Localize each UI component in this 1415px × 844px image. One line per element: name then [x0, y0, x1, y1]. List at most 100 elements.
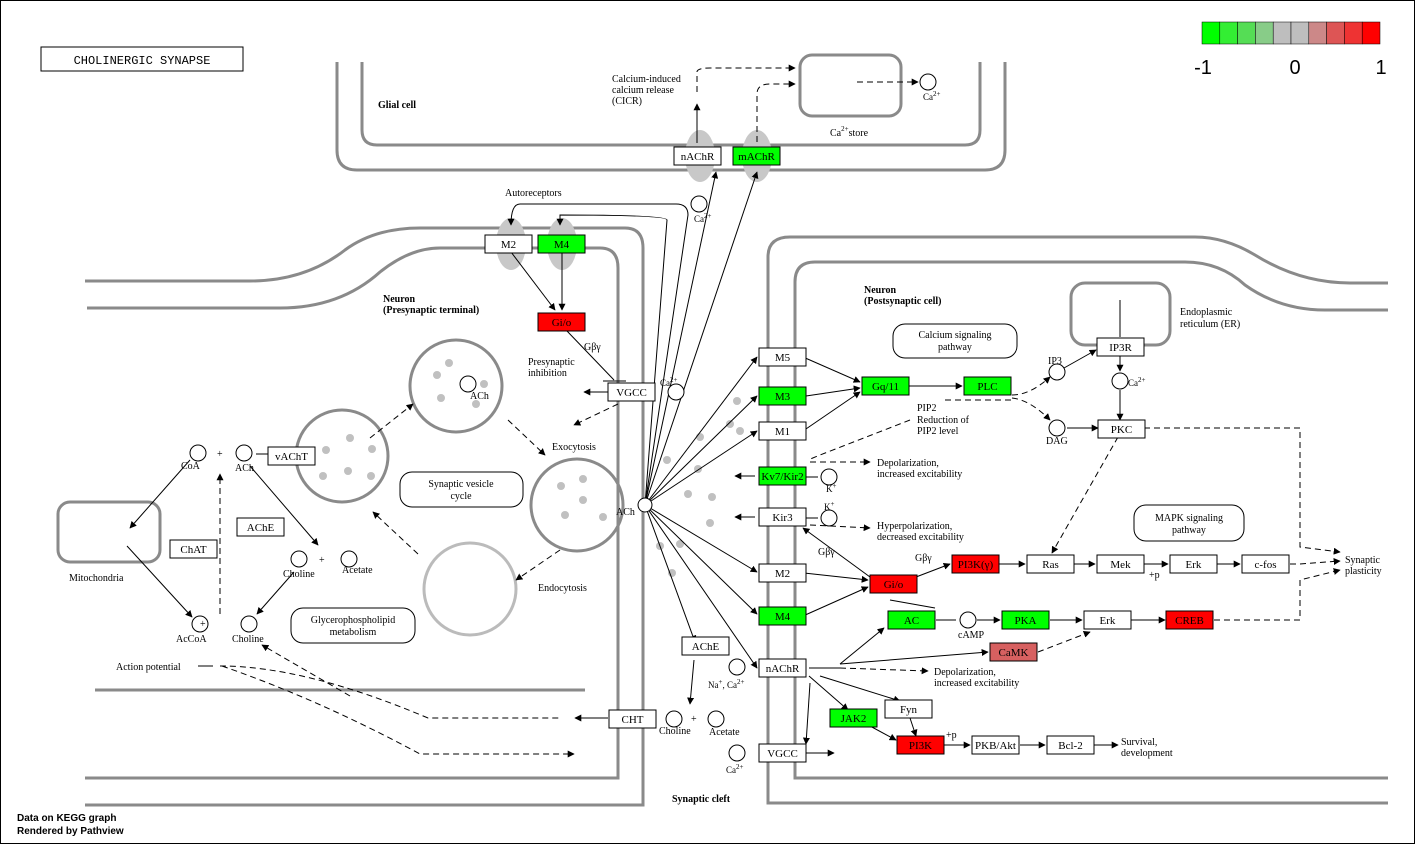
gene-box-nachr_post[interactable]	[758, 658, 807, 678]
label-ca-ip3: Ca2+	[1128, 376, 1146, 388]
compound-8[interactable]	[191, 615, 209, 633]
gene-box-plc[interactable]	[963, 376, 1012, 396]
gene-label-m4_pre: M4	[554, 239, 570, 251]
label-gby-2: Gβγ	[818, 547, 835, 558]
label-choline-2: Choline	[232, 634, 264, 645]
gene-box-pkb[interactable]	[971, 735, 1020, 755]
gene-box-bcl2[interactable]	[1046, 735, 1095, 755]
label-reduction-1: Reduction of	[917, 415, 970, 426]
label-hyper-2: decreased excitability	[877, 532, 964, 543]
label-ca-glia: Ca2+	[923, 90, 941, 102]
gene-box-pi3k_g[interactable]	[951, 554, 1000, 574]
gene-box-vgcc_post[interactable]	[758, 743, 807, 763]
compound-11[interactable]	[665, 710, 683, 728]
compound-18[interactable]	[959, 611, 977, 629]
compound-10[interactable]	[637, 497, 653, 513]
gene-box-m4_pre[interactable]	[537, 234, 586, 254]
legend-swatch-1	[1219, 21, 1238, 45]
label-pip2: PIP2	[917, 403, 936, 414]
gene-box-ras[interactable]	[1026, 554, 1075, 574]
gene-box-m4_post[interactable]	[758, 606, 807, 626]
compound-4[interactable]	[189, 444, 207, 462]
gene-box-machr_glia[interactable]	[732, 146, 781, 166]
label-acetate-2: Acetate	[709, 727, 740, 738]
footer-line-1: Data on KEGG graph	[17, 813, 116, 824]
compound-9[interactable]	[240, 615, 258, 633]
compound-12[interactable]	[707, 710, 725, 728]
gene-box-pi3k[interactable]	[896, 735, 945, 755]
compound-1[interactable]	[690, 195, 708, 213]
label-choline-1: Choline	[283, 569, 315, 580]
gene-box-vgcc_pre[interactable]	[607, 382, 656, 402]
compound-17[interactable]	[820, 509, 838, 527]
gene-box-mek[interactable]	[1096, 554, 1145, 574]
gene-label-nachr_post: nAChR	[766, 663, 800, 675]
gene-box-cht[interactable]	[608, 709, 657, 729]
gene-box-jak2[interactable]	[829, 708, 878, 728]
gene-label-machr_glia: mAChR	[738, 151, 775, 163]
compound-0[interactable]	[919, 73, 937, 91]
compound-20[interactable]	[728, 744, 746, 762]
compound-19[interactable]	[728, 658, 746, 676]
compound-13[interactable]	[1048, 363, 1066, 381]
compound-15[interactable]	[1048, 419, 1066, 437]
gene-box-pka[interactable]	[1001, 610, 1050, 630]
label-cicr-3: (CICR)	[612, 96, 642, 107]
gene-box-m2_post[interactable]	[758, 563, 807, 583]
compound-16[interactable]	[820, 468, 838, 486]
compound-3[interactable]	[667, 383, 685, 401]
pathway-boxes	[290, 323, 1245, 644]
edges	[126, 64, 1341, 758]
gene-label-nachr_glia: nAChR	[681, 151, 715, 163]
compound-14[interactable]	[1111, 372, 1129, 390]
gene-box-fyn[interactable]	[884, 699, 933, 719]
gene-box-m1[interactable]	[758, 421, 807, 441]
gene-box-gio_pre[interactable]	[537, 312, 586, 332]
gene-label-vacht: vAChT	[275, 451, 308, 463]
gene-label-m2_pre: M2	[501, 239, 516, 251]
gene-box-m2_pre[interactable]	[484, 234, 533, 254]
legend-tick-0: -1	[1194, 57, 1212, 79]
pathway-mapk-2: pathway	[1172, 525, 1206, 536]
gene-box-kir2[interactable]	[758, 466, 807, 486]
legend-swatch-6	[1308, 21, 1327, 45]
gene-box-erk2[interactable]	[1083, 610, 1132, 630]
label-ca-vgcc-pre: Ca2+	[660, 376, 678, 388]
gene-box-vacht[interactable]	[267, 446, 316, 466]
gene-box-ac[interactable]	[887, 610, 936, 630]
label-synaptic-cleft: Synaptic cleft	[672, 794, 731, 805]
gene-label-pi3k: PI3K	[909, 740, 932, 752]
gene-box-gio_post[interactable]	[869, 574, 918, 594]
label-camp: cAMP	[958, 630, 985, 641]
gene-label-m2_post: M2	[775, 568, 790, 580]
gene-box-nachr_glia[interactable]	[673, 146, 722, 166]
compound-5[interactable]	[235, 444, 253, 462]
gene-box-m3[interactable]	[758, 386, 807, 406]
gene-box-kir3[interactable]	[758, 507, 807, 527]
title-box	[40, 46, 244, 72]
gene-box-ache_pre[interactable]	[236, 517, 285, 537]
compound-6[interactable]	[290, 550, 308, 568]
gene-box-m5[interactable]	[758, 347, 807, 367]
gene-box-creb[interactable]	[1165, 610, 1214, 630]
compound-7[interactable]	[340, 550, 358, 568]
gene-box-cfos[interactable]	[1241, 554, 1290, 574]
gene-box-pkc[interactable]	[1097, 419, 1146, 439]
gene-box-chat[interactable]	[169, 539, 218, 559]
legend-swatch-7	[1326, 21, 1345, 45]
compound-2[interactable]	[459, 375, 477, 393]
gene-box-camk[interactable]	[989, 642, 1038, 662]
label-ca-vgcc-post: Ca2+	[726, 763, 744, 775]
gene-label-erk2: Erk	[1100, 615, 1116, 627]
label-ach-cleft: ACh	[616, 507, 635, 518]
gene-label-ras: Ras	[1042, 559, 1059, 571]
gene-box-ip3r[interactable]	[1096, 337, 1145, 357]
gene-label-m5: M5	[775, 352, 791, 364]
label-exocytosis: Exocytosis	[552, 442, 596, 453]
label-postsyn: Neuron	[864, 285, 896, 296]
gene-box-gq[interactable]	[861, 376, 910, 396]
gene-box-ache_cleft[interactable]	[681, 636, 730, 656]
gene-label-m1: M1	[775, 426, 790, 438]
label-depol-4: increased excitability	[934, 678, 1019, 689]
gene-box-erk1[interactable]	[1169, 554, 1218, 574]
